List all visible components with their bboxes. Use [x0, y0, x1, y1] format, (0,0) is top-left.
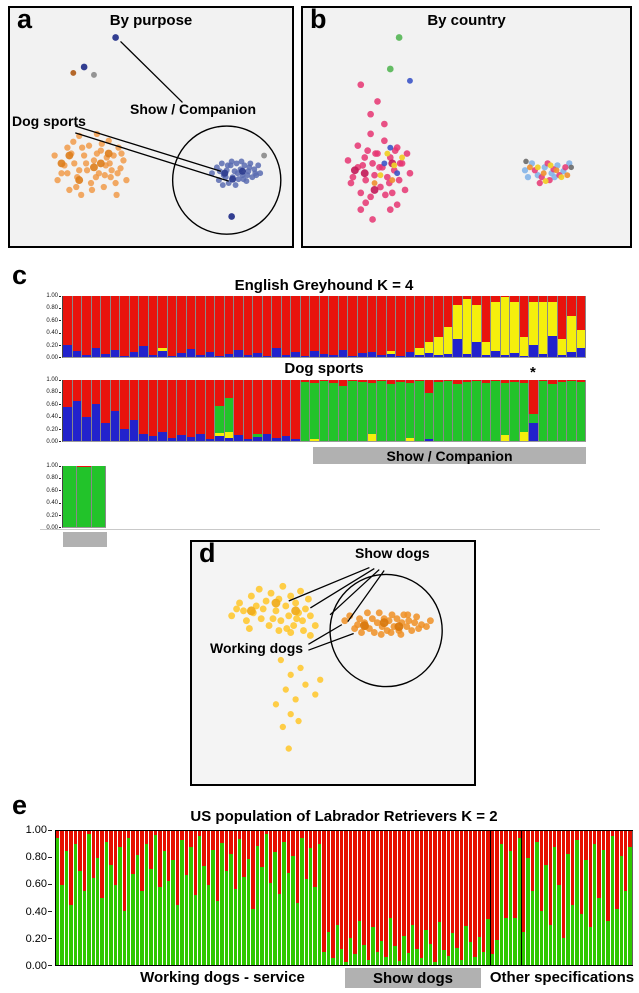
panel-b-title: By country [427, 12, 506, 29]
panel-letter-b: b [310, 4, 327, 34]
working-dogs-group-label: Working dogs - service [140, 969, 305, 986]
panel-a-title: By purpose [109, 12, 193, 29]
dog-sports-subtitle: Dog sports [284, 360, 364, 377]
panel-letter-a: a [17, 4, 33, 34]
panel-by-purpose: a By purpose Dog sports Show / Companion [8, 4, 294, 248]
baseline-rule [40, 529, 600, 530]
admixture-bars-c3 [62, 466, 106, 528]
scatter-plot-labrador [228, 566, 443, 752]
labrador-title: US population of Labrador Retrievers K =… [190, 808, 498, 825]
annotation-dog-sports: Dog sports [12, 113, 86, 129]
panel-by-country: b By country [301, 4, 632, 248]
panel-letter-e: e [12, 790, 28, 820]
admixture-bars-e [55, 830, 633, 966]
admixture-bars-c2 [62, 380, 587, 442]
scatter-plot-by-purpose [51, 34, 282, 235]
annotation-show-companion: Show / Companion [130, 101, 256, 117]
annotation-show-dogs: Show dogs [355, 545, 430, 561]
annotation-working-dogs: Working dogs [210, 640, 304, 656]
show-dogs-group-label: Show dogs [345, 968, 481, 988]
scatter-plot-by-country [344, 34, 574, 223]
panel-letter-d: d [199, 538, 216, 568]
greyhound-title: English Greyhound K = 4 [234, 277, 414, 294]
panel-labrador-scatter: d Show dogs Working dogs [190, 538, 476, 786]
gray-group-label-empty [63, 532, 107, 547]
other-specifications-group-label: Other specifications [489, 969, 635, 986]
asterisk-marker: * [530, 364, 536, 381]
panel-letter-c: c [12, 260, 28, 290]
show-companion-group-label: Show / Companion [313, 447, 586, 464]
admixture-bars-c1 [62, 296, 587, 358]
